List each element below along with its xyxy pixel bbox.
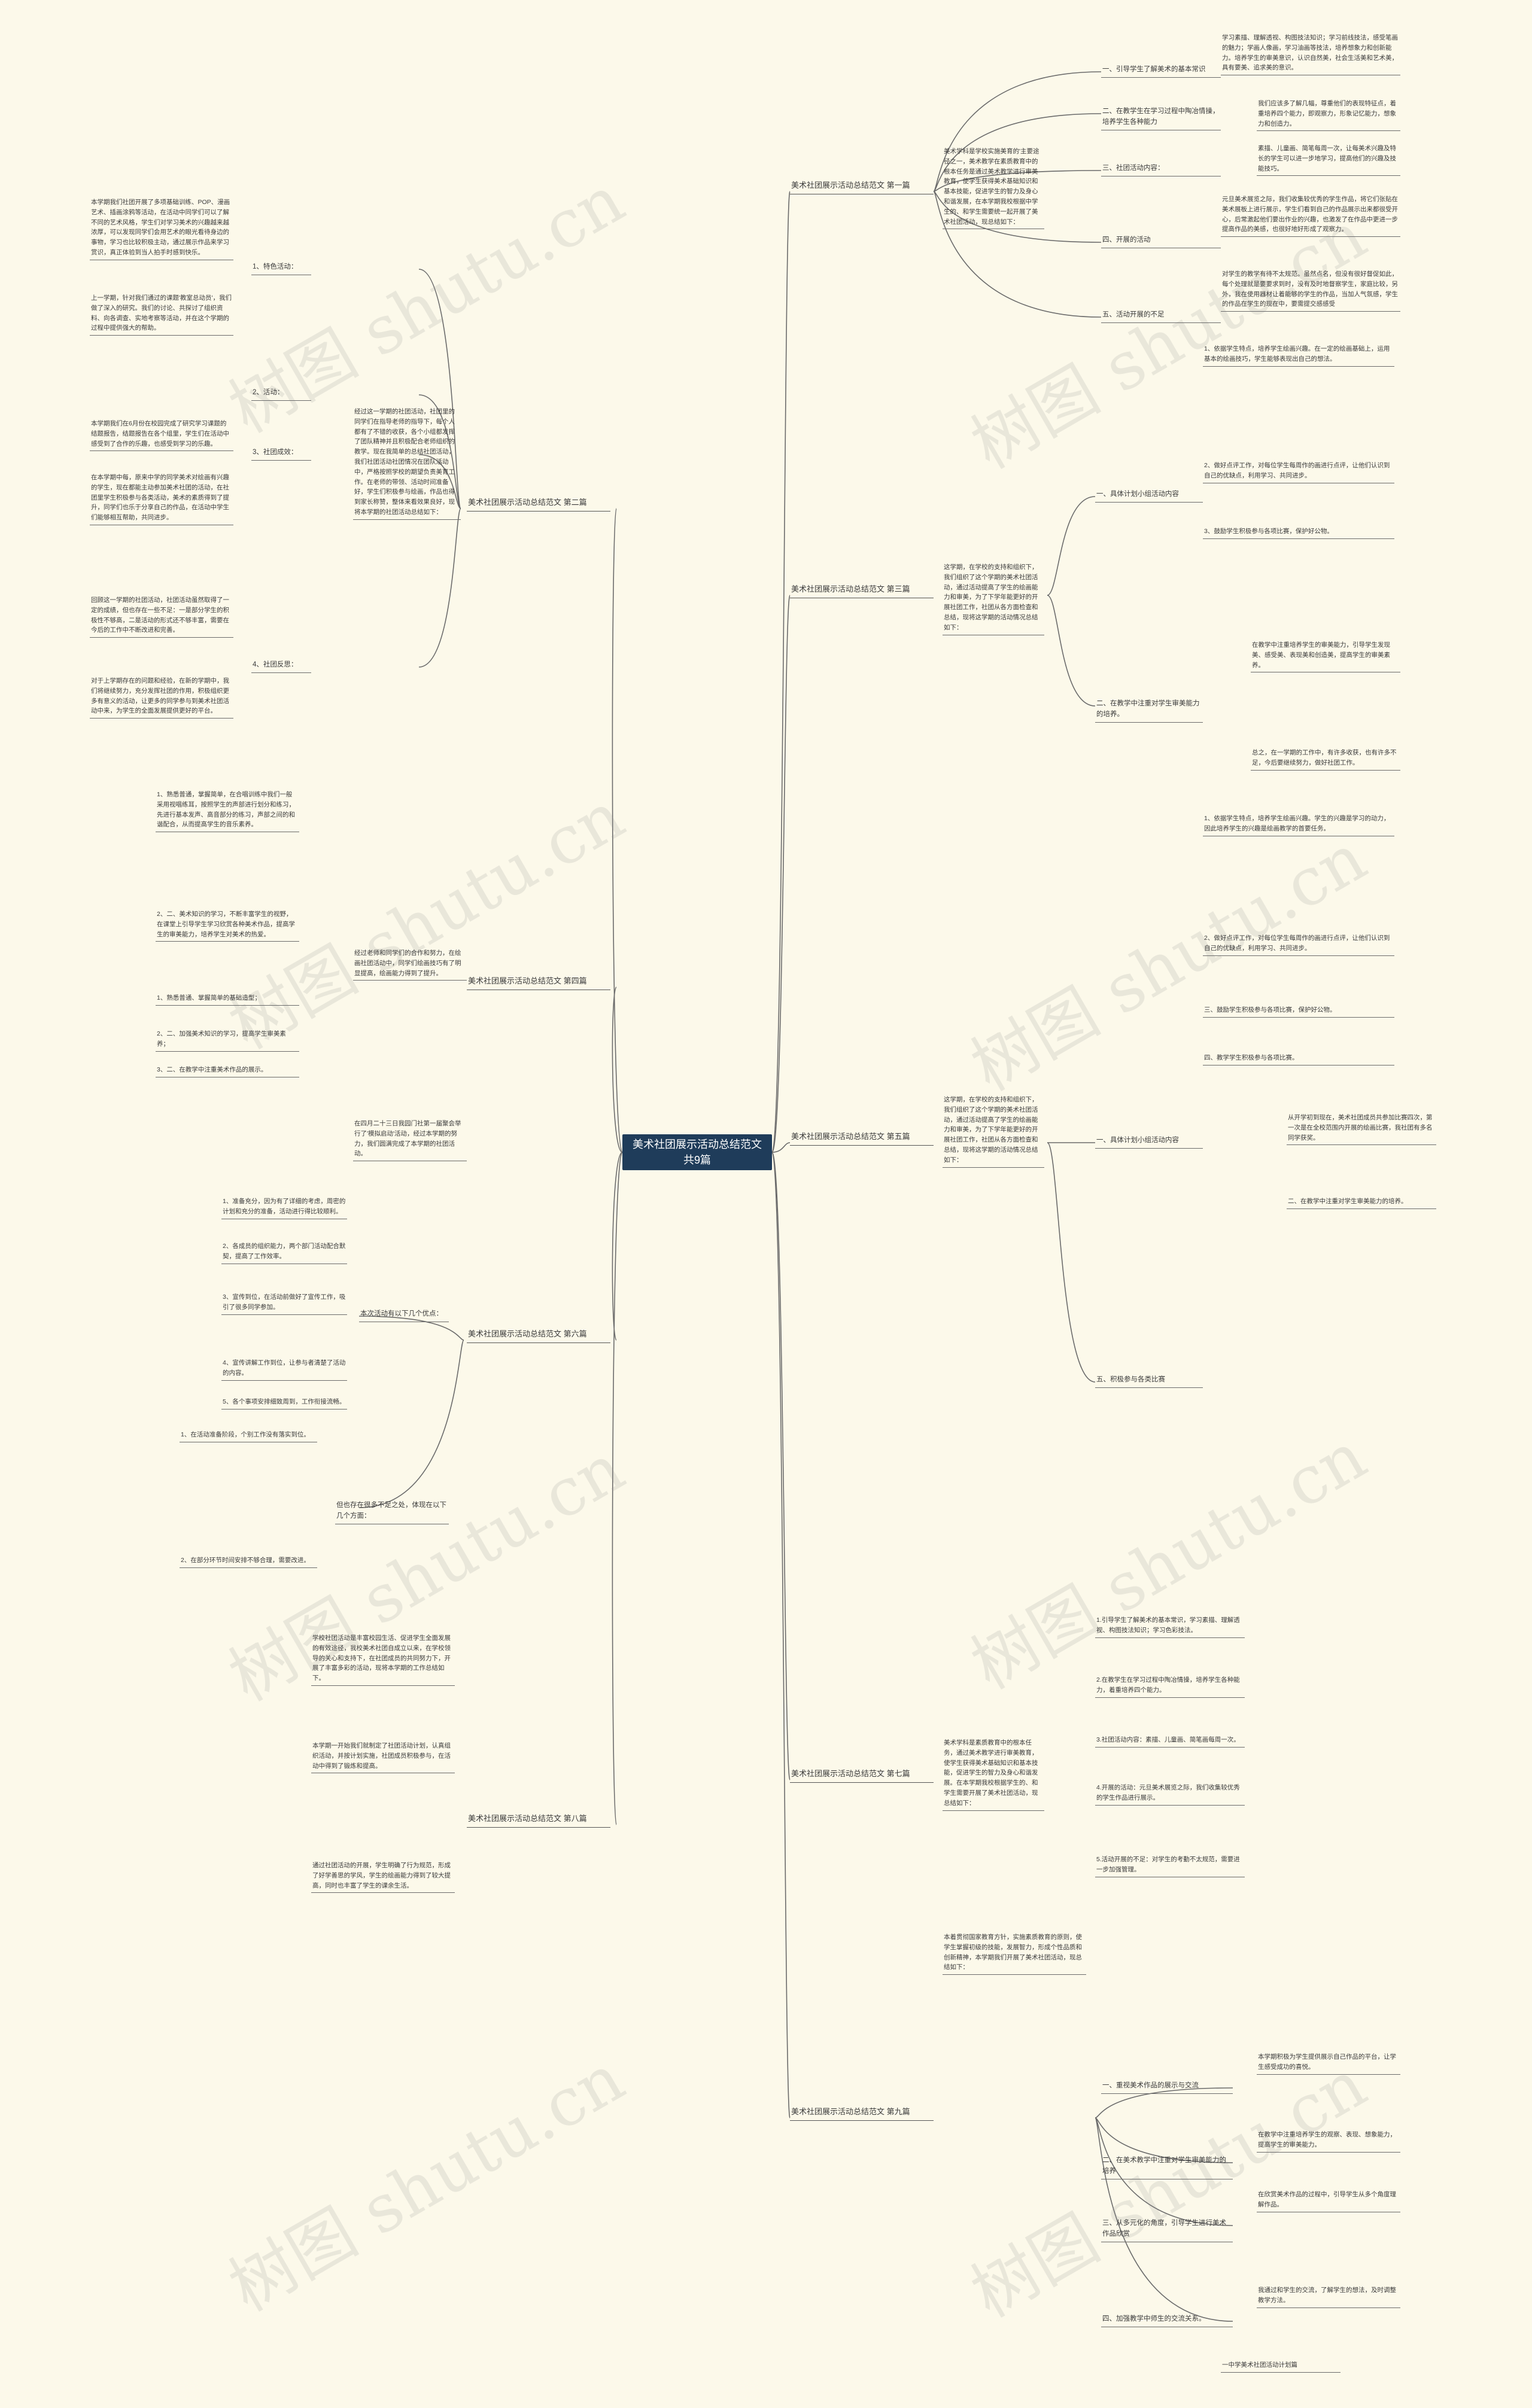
article-9-item-4[interactable]: 四、加强教学中师生的交流关系。 <box>1101 2314 1233 2327</box>
article-1-leaf-2: 我们应该多了解几幅，尊重他们的表现特征点，着重培养四个能力，即观察力，形象记忆能… <box>1257 99 1400 132</box>
branch-article-8[interactable]: 美术社团展示活动总结范文 第八篇 <box>467 1813 610 1828</box>
article-2-item-3[interactable]: 3、社团成效： <box>251 447 311 461</box>
article-5-leaf-2: 2、做好点评工作，对每位学生每周作的画进行点评，让他们认识到自己的优缺点，利用学… <box>1203 933 1394 956</box>
article-9-item-1[interactable]: 一、重视美术作品的展示与交流 <box>1101 2081 1233 2094</box>
article-2-leaf-5: 回顾这一学期的社团活动，社团活动虽然取得了一定的成绩，但也存在一些不足：一是部分… <box>90 595 233 638</box>
article-6-good-3: 3、宣传到位，在活动前做好了宣传工作，吸引了很多同学参加。 <box>221 1292 347 1315</box>
article-9-sign: 一中学美术社团活动计划篇 <box>1221 2360 1340 2373</box>
branch-article-4[interactable]: 美术社团展示活动总结范文 第四篇 <box>467 975 610 991</box>
article-2-summary: 经过这一学期的社团活动，社团里的同学们在指导老师的指导下，每个人都有了不错的收获… <box>353 407 461 520</box>
article-5-intro: 这学期，在学校的支持和组织下，我们组织了这个学期的美术社团活动，通过活动提高了学… <box>943 1095 1044 1168</box>
article-1-item-5[interactable]: 五、活动开展的不足 <box>1101 310 1221 323</box>
article-8-para-2: 本学期一开始我们就制定了社团活动计划，认真组织活动，并按计划实施，社团成员积极参… <box>311 1741 455 1774</box>
article-9-item-2[interactable]: 二、在美术教学中注重对学生审美能力的培养 <box>1101 2156 1233 2179</box>
article-9-leaf-4: 我通过和学生的交流，了解学生的想法，及时调整教学方法。 <box>1257 2285 1400 2308</box>
article-1-leaf-4: 元旦美术展览之际，我们收集较优秀的学生作品，将它们张贴在美术展板上进行展示，学生… <box>1221 194 1400 238</box>
article-6-good-4: 4、宣传讲解工作到位，让参与者清楚了活动的内容。 <box>221 1358 347 1381</box>
article-1-intro: 美术学科是学校实施美育的'主要途径之一，美术教学在素质教育中的根本任务是通过美术… <box>943 147 1044 230</box>
article-1-item-1[interactable]: 一、引导学生了解美术的基本常识 <box>1101 65 1221 78</box>
article-7-leaf-4: 4.开展的活动：元旦美术展览之际，我们收集较优秀的学生作品进行展示。 <box>1095 1783 1245 1806</box>
article-4-item-2: 2、二、加强美术知识的学习，提高学生审美素养； <box>156 1029 299 1052</box>
article-8-para-3: 通过社团活动的开展，学生明确了行为规范，形成了好学善思的学风，学生的绘画能力得到… <box>311 1861 455 1893</box>
article-5-leaf-1: 1、依据学生特点，培养学生绘画兴趣。学生的兴趣是学习的动力，因此培养学生的兴趣是… <box>1203 814 1394 836</box>
article-7-leaf-5: 5.活动开展的不足：对学生的考勤不太规范，需要进一步加强管理。 <box>1095 1855 1245 1877</box>
article-5-item-1[interactable]: 一、具体计划小组活动内容 <box>1095 1135 1203 1149</box>
article-4-item-3: 3、二、在教学中注重美术作品的展示。 <box>156 1065 299 1077</box>
article-7-intro: 美术学科是素质教育中的根本任务，通过美术教学进行审美教育，使学生获得美术基础知识… <box>943 1738 1044 1811</box>
article-2-leaf-3: 本学期我们在6月份在校园完成了研究学习课题的结题报告，结题报告在各个组里，学生们… <box>90 419 233 452</box>
article-5-item-5[interactable]: 五、积极参与各类比赛 <box>1095 1375 1203 1388</box>
article-4-summary: 经过老师和同学们的合作和努力，在绘画社团活动中，同学们绘画技巧有了明显提高，绘画… <box>353 948 467 981</box>
article-4-leaf-2: 2、二、美术知识的学习，不断丰富学生的视野，在课堂上引导学生学习欣赏各种美术作品… <box>156 909 299 942</box>
article-2-item-4[interactable]: 4、社团反思： <box>251 660 311 673</box>
branch-article-3[interactable]: 美术社团展示活动总结范文 第三篇 <box>790 583 934 599</box>
article-3-sub-2: 2、做好点评工作，对每位学生每周作的画进行点评，让他们认识到自己的优缺点，利用学… <box>1203 461 1394 483</box>
article-5-leaf-3: 从开学初到现在，美术社团成员共参加比赛四次，第一次是在全校范围内开展的绘画比赛，… <box>1287 1113 1436 1146</box>
article-3-sub-4: 在教学中注重培养学生的审美能力，引导学生发现美、感受美、表现美和创造美，提高学生… <box>1251 640 1400 673</box>
article-3-item-2[interactable]: 二、在教学中注重对学生审美能力的培养。 <box>1095 699 1203 723</box>
article-6-intro: 在四月二十三日我园门社第一届聚会举行了'模拟启动'活动，经过本学期的努力，我们圆… <box>353 1119 467 1162</box>
article-6-group-2[interactable]: 但也存在很多不足之处，体现在以下几个方面： <box>335 1500 449 1524</box>
branch-article-7[interactable]: 美术社团展示活动总结范文 第七篇 <box>790 1768 934 1783</box>
article-1-leaf-1: 学习素描、理解透视、构图技法知识；学习前线技法，感受笔画的魅力；学画人像画，学习… <box>1221 33 1400 76</box>
branch-article-2[interactable]: 美术社团展示活动总结范文 第二篇 <box>467 497 610 512</box>
article-2-leaf-6: 对于上学期存在的问题和经验，在新的学期中，我们将继续努力，充分发挥社团的作用，积… <box>90 676 233 719</box>
article-3-sub-1: 1、依据学生特点，培养学生绘画兴趣。在一定的绘画基础上，运用基本的绘画技巧，学生… <box>1203 344 1394 367</box>
branch-article-1[interactable]: 美术社团展示活动总结范文 第一篇 <box>790 179 934 195</box>
article-3-intro: 这学期，在学校的支持和组织下，我们组织了这个学期的美术社团活动，通过活动提高了学… <box>943 562 1044 635</box>
article-9-leaf-2: 在教学中注重培养学生的观察、表现、想象能力，提高学生的审美能力。 <box>1257 2130 1400 2153</box>
article-6-good-2: 2、各成员的组织能力，两个部门活动配合默契，提高了工作效率。 <box>221 1241 347 1264</box>
article-1-leaf-5: 对学生的教学有待不太规范。虽然点名，但没有很好督促如此，每个处理就是要要求到时，… <box>1221 269 1400 312</box>
article-2-leaf-1: 本学期我们社团开展了多项基础训练、POP、漫画艺术、插画涂鸦等活动，在活动中同学… <box>90 197 233 260</box>
article-5-item-4: 四、教学学生积极参与各项比赛。 <box>1203 1053 1394 1066</box>
root-topic[interactable]: 美术社团展示活动总结范文共9篇 <box>622 1134 772 1170</box>
article-7-leaf-1: 1.引导学生了解美术的基本常识，学习素描、理解透视、构图技法知识；学习色彩技法。 <box>1095 1615 1245 1638</box>
article-9-leaf-1: 本学期积极为学生提供展示自己作品的平台，让学生感受成功的喜悦。 <box>1257 2052 1400 2075</box>
article-3-item-1[interactable]: 一、具体计划小组活动内容 <box>1095 489 1203 503</box>
article-7-leaf-2: 2.在教学生在学习过程中陶冶情操，培养学生各种能力，着重培养四个能力。 <box>1095 1675 1245 1698</box>
article-2-item-2[interactable]: 2、活动： <box>251 388 311 401</box>
article-1-item-3[interactable]: 三、社团活动内容： <box>1101 163 1221 176</box>
branch-article-9[interactable]: 美术社团展示活动总结范文 第九篇 <box>790 2106 934 2121</box>
article-6-good-1: 1、准备充分，因为有了详细的考虑，周密的计划和充分的准备，活动进行得比较顺利。 <box>221 1197 347 1219</box>
article-1-item-4[interactable]: 四、开展的活动 <box>1101 235 1221 248</box>
article-2-item-1[interactable]: 1、特色活动： <box>251 262 311 275</box>
article-6-bad-1: 1、在活动准备阶段，个别工作没有落实到位。 <box>180 1430 317 1442</box>
article-4-item-1: 1、熟悉普通、掌握简单的基础造型； <box>156 993 299 1006</box>
article-7-leaf-3: 3.社团活动内容：素描、儿童画、简笔画每周一次。 <box>1095 1735 1245 1748</box>
branch-article-5[interactable]: 美术社团展示活动总结范文 第五篇 <box>790 1131 934 1146</box>
article-5-item-2: 二、在教学中注重对学生审美能力的培养。 <box>1287 1197 1436 1209</box>
article-8-para-1: 学校社团活动是丰富校园生活、促进学生全面发展的有效途径，我校美术社团自成立以来，… <box>311 1633 455 1686</box>
article-3-sub-3: 3、鼓励学生积极参与各项比赛，保护好公物。 <box>1203 526 1394 539</box>
article-4-leaf-1: 1、熟悉普通，掌握简单，在合唱训练中我们一般采用视唱练耳，按照学生的声部进行划分… <box>156 790 299 833</box>
article-9-intro: 本着贯彻国家教育方针，实施素质教育的原则，使学生掌握初级的技能，发展智力，形成个… <box>943 1932 1086 1975</box>
article-1-leaf-3: 素描、儿童画、简笔每周一次，让每美术兴趣及特长的学生可以进一步地学习，提高他们的… <box>1257 144 1400 176</box>
branch-article-6[interactable]: 美术社团展示活动总结范文 第六篇 <box>467 1328 610 1344</box>
article-6-good-5: 5、各个事项安排细致周到，工作衔接流畅。 <box>221 1397 347 1410</box>
article-2-leaf-4: 在本学期中每，原来中学的同学美术对绘画有兴趣的学生，现在都能主动参加美术社团的活… <box>90 473 233 525</box>
article-2-leaf-2: 上一学期，针对我们通过的课题'教室总动员'，我们做了深入的研究。我们的讨论、共探… <box>90 293 233 336</box>
article-3-sub-5: 总之，在一学期的工作中，有许多收获，也有许多不足，今后要继续努力，做好社团工作。 <box>1251 748 1400 771</box>
article-6-group-1[interactable]: 本次活动有以下几个优点： <box>359 1309 449 1322</box>
article-5-item-3: 三、鼓励学生积极参与各项比赛，保护好公物。 <box>1203 1005 1394 1018</box>
article-9-leaf-3: 在欣赏美术作品的过程中，引导学生从多个角度理解作品。 <box>1257 2190 1400 2212</box>
article-1-item-2[interactable]: 二、在教学生在学习过程中陶冶情操，培养学生各种能力 <box>1101 106 1221 130</box>
article-6-bad-2: 2、在部分环节时间安排不够合理，需要改进。 <box>180 1555 317 1568</box>
article-9-item-3[interactable]: 三、从多元化的角度，引导学生进行美术作品欣赏 <box>1101 2218 1233 2242</box>
